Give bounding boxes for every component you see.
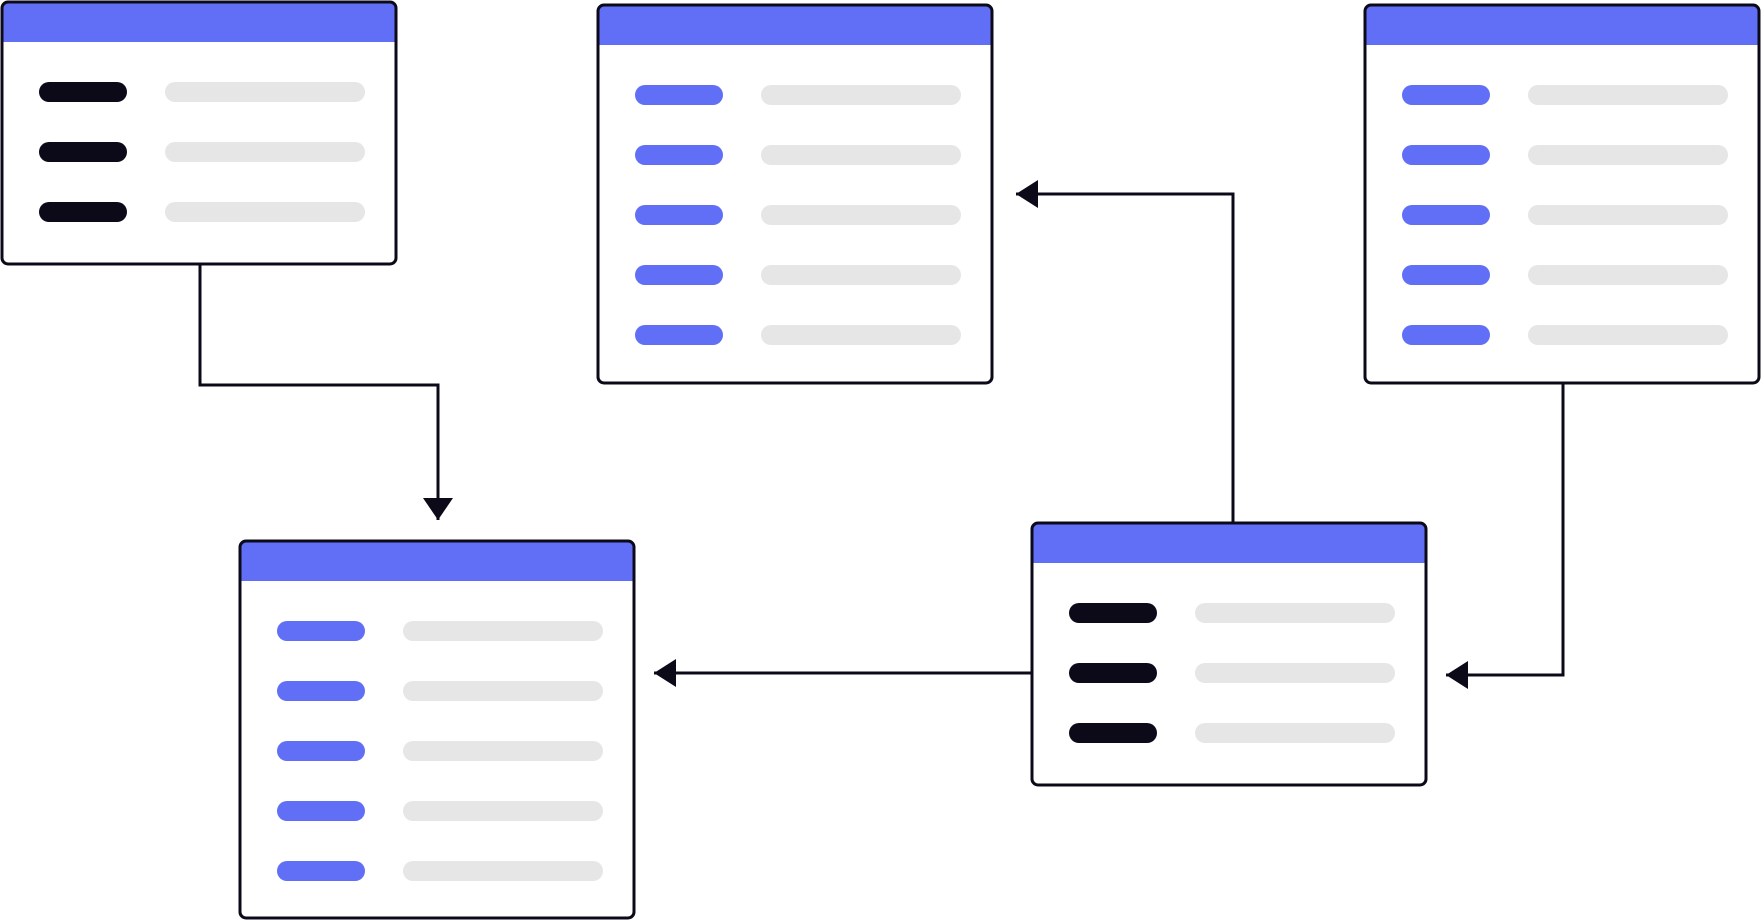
field-value-bar bbox=[403, 801, 603, 821]
table-row bbox=[1402, 265, 1728, 285]
table-row bbox=[39, 82, 365, 102]
field-key-bar bbox=[1402, 85, 1490, 105]
field-key-bar bbox=[1402, 145, 1490, 165]
field-value-bar bbox=[403, 861, 603, 881]
table-card bbox=[1032, 523, 1426, 785]
arrowhead-icon bbox=[654, 659, 676, 687]
table-row bbox=[1402, 205, 1728, 225]
field-key-bar bbox=[277, 681, 365, 701]
table-header bbox=[2, 2, 396, 42]
field-value-bar bbox=[165, 202, 365, 222]
table-outline bbox=[596, 3, 994, 385]
connectors-layer bbox=[198, 180, 1565, 689]
table-bottom-right[interactable] bbox=[1030, 521, 1428, 787]
table-header bbox=[1032, 523, 1426, 563]
table-row bbox=[635, 145, 961, 165]
table-row bbox=[277, 681, 603, 701]
table-top-left[interactable] bbox=[0, 0, 398, 266]
table-top-right[interactable] bbox=[1363, 3, 1761, 385]
field-value-bar bbox=[1528, 325, 1728, 345]
field-value-bar bbox=[165, 142, 365, 162]
connector-line bbox=[1016, 192, 1235, 523]
table-outline bbox=[0, 0, 398, 266]
table-outline bbox=[238, 539, 636, 920]
field-value-bar bbox=[1528, 205, 1728, 225]
table-row bbox=[1402, 145, 1728, 165]
table-row bbox=[277, 621, 603, 641]
field-value-bar bbox=[1195, 663, 1395, 683]
field-key-bar bbox=[1402, 205, 1490, 225]
field-value-bar bbox=[1528, 85, 1728, 105]
table-row bbox=[39, 142, 365, 162]
relation-connector bbox=[654, 659, 1032, 687]
table-row bbox=[39, 202, 365, 222]
field-value-bar bbox=[761, 265, 961, 285]
field-key-bar bbox=[635, 205, 723, 225]
field-value-bar bbox=[403, 681, 603, 701]
relation-connector bbox=[198, 264, 453, 520]
table-row bbox=[277, 801, 603, 821]
field-value-bar bbox=[403, 621, 603, 641]
table-row bbox=[1402, 85, 1728, 105]
table-header bbox=[240, 541, 634, 581]
field-key-bar bbox=[39, 142, 127, 162]
field-key-bar bbox=[635, 85, 723, 105]
field-value-bar bbox=[1528, 265, 1728, 285]
field-key-bar bbox=[277, 621, 365, 641]
field-key-bar bbox=[635, 265, 723, 285]
field-value-bar bbox=[761, 85, 961, 105]
table-row bbox=[277, 741, 603, 761]
field-value-bar bbox=[1195, 603, 1395, 623]
arrowhead-icon bbox=[1446, 661, 1468, 689]
field-value-bar bbox=[1195, 723, 1395, 743]
field-key-bar bbox=[635, 325, 723, 345]
field-value-bar bbox=[1528, 145, 1728, 165]
connector-line bbox=[198, 264, 440, 520]
table-row bbox=[635, 85, 961, 105]
table-outline bbox=[1363, 3, 1761, 385]
field-key-bar bbox=[1069, 603, 1157, 623]
field-key-bar bbox=[277, 861, 365, 881]
field-key-bar bbox=[39, 202, 127, 222]
table-row bbox=[1069, 603, 1395, 623]
table-outline bbox=[1030, 521, 1428, 787]
table-bottom-left[interactable] bbox=[238, 539, 636, 920]
field-key-bar bbox=[635, 145, 723, 165]
field-key-bar bbox=[1402, 325, 1490, 345]
table-top-center[interactable] bbox=[596, 3, 994, 385]
field-value-bar bbox=[403, 741, 603, 761]
connector-line bbox=[1446, 383, 1565, 677]
relation-connector bbox=[1446, 383, 1565, 689]
relation-connector bbox=[1016, 180, 1235, 523]
field-key-bar bbox=[39, 82, 127, 102]
table-row bbox=[635, 265, 961, 285]
table-card bbox=[2, 2, 396, 264]
table-row bbox=[635, 205, 961, 225]
field-value-bar bbox=[761, 145, 961, 165]
arrowhead-icon bbox=[1016, 180, 1038, 208]
field-key-bar bbox=[1402, 265, 1490, 285]
field-value-bar bbox=[165, 82, 365, 102]
field-key-bar bbox=[277, 741, 365, 761]
table-header bbox=[598, 5, 992, 45]
table-row bbox=[1069, 663, 1395, 683]
table-row bbox=[1402, 325, 1728, 345]
field-key-bar bbox=[1069, 723, 1157, 743]
field-key-bar bbox=[277, 801, 365, 821]
table-row bbox=[635, 325, 961, 345]
field-value-bar bbox=[761, 325, 961, 345]
field-key-bar bbox=[1069, 663, 1157, 683]
field-value-bar bbox=[761, 205, 961, 225]
table-header bbox=[1365, 5, 1759, 45]
table-row bbox=[277, 861, 603, 881]
table-row bbox=[1069, 723, 1395, 743]
arrowhead-icon bbox=[423, 498, 453, 520]
